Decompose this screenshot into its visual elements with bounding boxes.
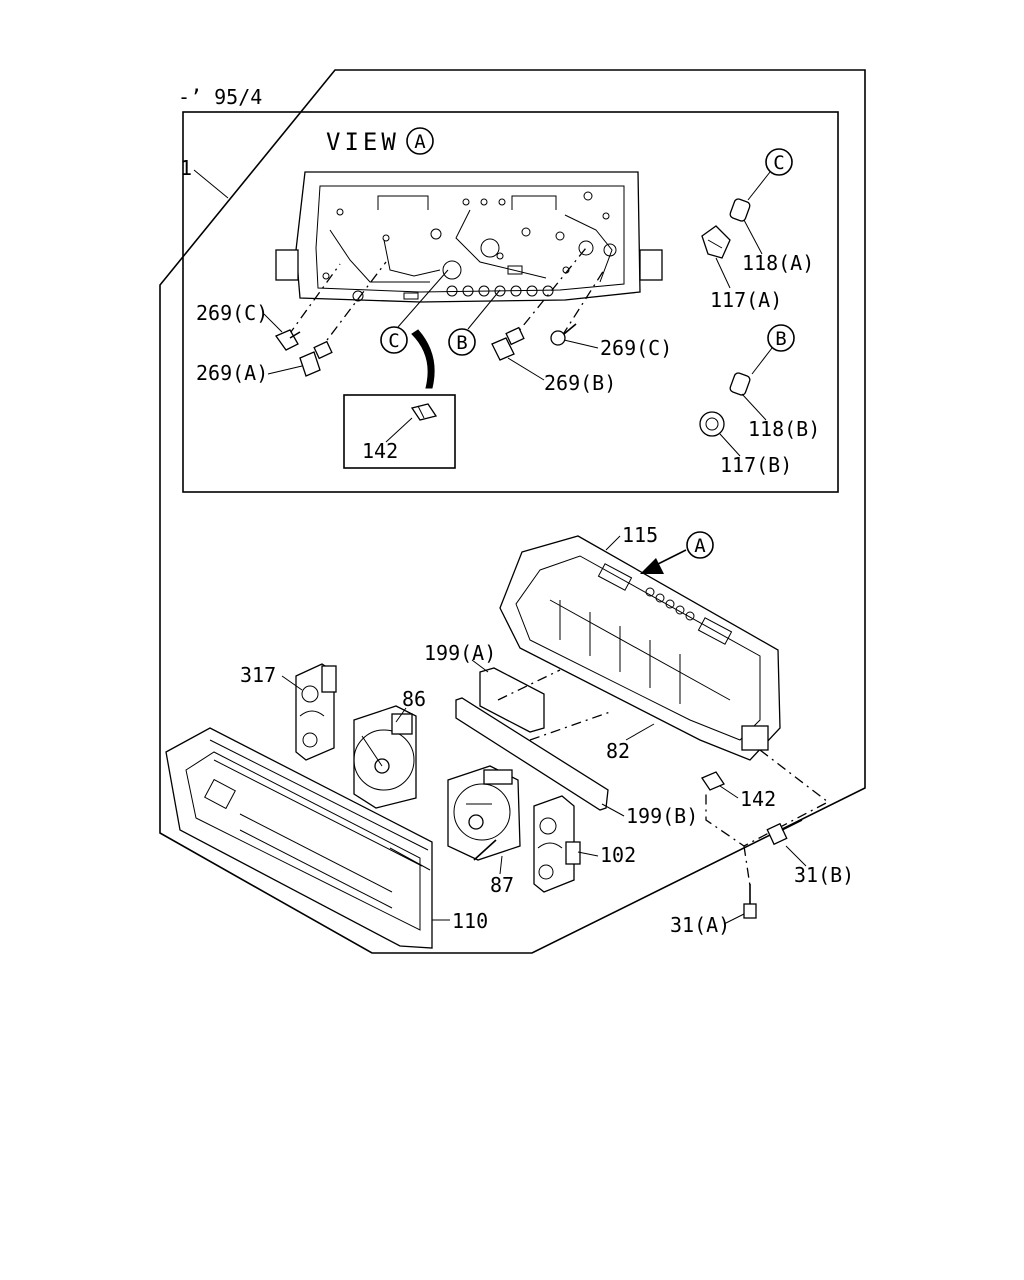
clip-142 (701, 771, 725, 791)
view-a-letter: A (414, 131, 426, 153)
label-31a: 31(A) (670, 913, 730, 937)
label-142: 142 (740, 787, 776, 811)
label-269c-left: 269(C) (196, 301, 268, 325)
screw-269c-right (550, 323, 577, 346)
socket-117b (699, 411, 725, 437)
speedometer-87 (447, 765, 521, 861)
label-142-detail: 142 (362, 439, 398, 463)
bolt-31a (743, 884, 757, 919)
label-269b: 269(B) (544, 371, 616, 395)
gauge-102 (533, 795, 581, 893)
tachometer-86 (353, 705, 417, 809)
socket-117a (701, 225, 731, 259)
label-269c-right: 269(C) (600, 336, 672, 360)
bulb-118b (729, 372, 751, 396)
callout-c-board (380, 326, 408, 354)
callout-b-board (448, 328, 476, 356)
bulb-118a (729, 198, 751, 222)
callout-a-arrow (686, 531, 714, 559)
label-115: 115 (622, 523, 658, 547)
label-117a: 117(A) (710, 288, 782, 312)
view-a-arrow (640, 554, 680, 574)
label-assembly-1: 1 (180, 156, 192, 180)
gauge-317 (295, 663, 337, 761)
callout-b-bulb (767, 324, 795, 352)
label-199a: 199(A) (424, 641, 496, 665)
label-269a: 269(A) (196, 361, 268, 385)
plate-199b (455, 697, 609, 811)
label-317: 317 (240, 663, 276, 687)
screw-269c-left (275, 329, 301, 351)
svg-text:B: B (775, 328, 786, 350)
label-102: 102 (600, 843, 636, 867)
label-117b: 117(B) (720, 453, 792, 477)
detail-pointer-arrow (411, 329, 435, 389)
assembly-boundary (159, 69, 866, 954)
clip-142-detail (410, 403, 438, 421)
screw-269b (491, 326, 525, 361)
view-a-circle (406, 127, 434, 155)
svg-text:C: C (773, 152, 784, 174)
svg-text:C: C (388, 330, 399, 352)
plate-199a (479, 667, 545, 733)
date-note: -’ 95/4 (178, 85, 262, 109)
label-82: 82 (606, 739, 630, 763)
svg-text:B: B (456, 332, 467, 354)
callout-c-bulb (765, 148, 793, 176)
view-a-box (182, 111, 839, 493)
label-118a: 118(A) (742, 251, 814, 275)
screw-269a (299, 340, 333, 377)
view-a-title: VIEW (326, 128, 400, 156)
svg-text:A: A (694, 535, 706, 557)
circuit-board (275, 171, 663, 303)
detail-box-142 (343, 394, 456, 469)
label-199b: 199(B) (626, 804, 698, 828)
label-86: 86 (402, 687, 426, 711)
label-87: 87 (490, 873, 514, 897)
meter-case-115 (499, 535, 781, 761)
label-31b: 31(B) (794, 863, 854, 887)
bolt-31b (766, 819, 803, 846)
label-110: 110 (452, 909, 488, 933)
label-118b: 118(B) (748, 417, 820, 441)
meter-lens-110 (165, 727, 433, 949)
